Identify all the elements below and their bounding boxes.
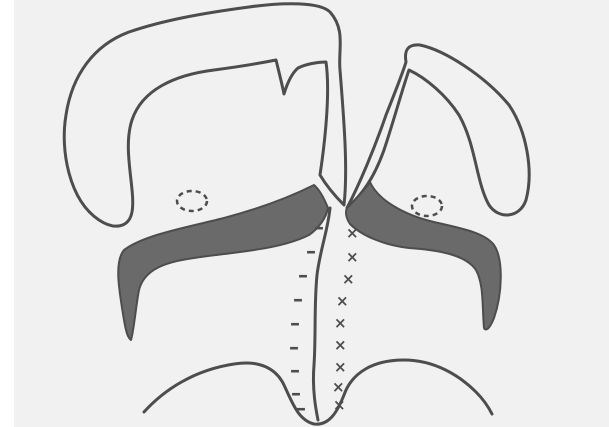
suture-mark-left: – [293,287,303,311]
suture-mark-left: – [314,215,324,239]
suture-mark-right: × [342,270,355,288]
suture-mark-left: – [289,335,299,359]
sketch-paper: ––––––––– ××××××××× [14,0,609,427]
suture-mark-right: × [334,358,347,376]
suture-mark-right: × [346,248,359,266]
suture-mark-right: × [334,314,347,332]
suture-mark-right: × [336,292,349,310]
suture-mark-right: × [334,336,347,354]
suture-mark-left: – [306,239,316,263]
suture-mark-left: – [290,358,300,382]
suture-mark-right: × [333,396,346,414]
suture-mark-left: – [290,311,300,335]
suture-mark-right: × [346,224,359,242]
suture-mark-right: × [332,378,345,396]
suture-mark-left: – [296,396,306,420]
suture-mark-left: – [298,263,308,287]
